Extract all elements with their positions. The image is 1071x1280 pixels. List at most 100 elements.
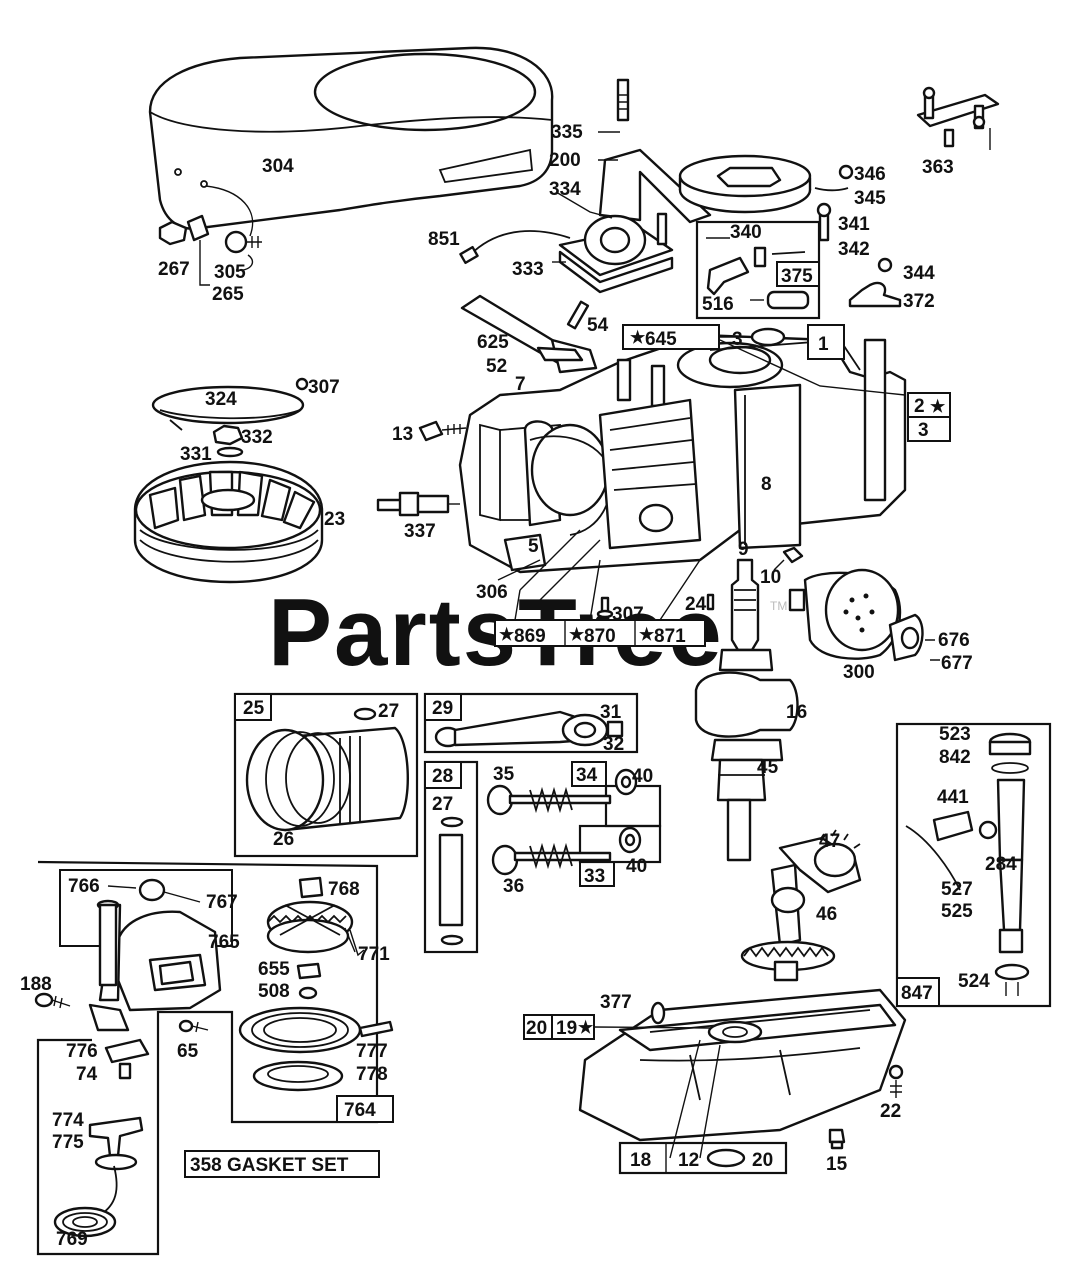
key-24[interactable] [706,593,715,611]
callout-645: 645 [645,329,677,350]
callout-676: 676 [938,630,970,651]
callout-5: 5 [528,536,539,557]
crankshaft-16[interactable] [694,558,799,862]
governor-47[interactable] [778,829,862,894]
callout-363: 363 [922,157,954,178]
plug-15[interactable] [828,1128,846,1150]
callout-group-2-3: ★ [907,392,951,442]
starter-pulley-768[interactable] [266,876,365,957]
callout-776: 776 [66,1041,98,1062]
callout-869: 869 [514,626,546,647]
callout-31: 31 [600,702,622,723]
callout-35: 35 [493,764,515,785]
svg-text:★: ★ [569,625,585,644]
callout-22: 22 [880,1101,901,1122]
callout-13: 13 [392,424,413,445]
callout-34: 34 [576,765,598,786]
callout-47: 47 [819,831,840,852]
callout-26: 26 [273,829,294,850]
callout-334: 334 [549,179,581,200]
callout-331: 331 [180,444,212,465]
callout-12: 12 [678,1150,699,1171]
blower-housing[interactable] [148,46,554,230]
spring-washer[interactable] [296,962,322,1000]
callout-765: 765 [208,932,240,953]
bolt-10[interactable] [773,546,804,571]
callout-33: 33 [584,866,605,887]
callout-778: 778 [356,1064,388,1085]
callout-769: 769 [56,1229,88,1250]
callout-265: 265 [212,284,244,305]
bolt-13[interactable] [418,420,467,442]
callout-377: 377 [600,992,632,1013]
callout-764: 764 [344,1100,376,1121]
callout-27b: 27 [432,794,453,815]
callout-9: 9 [738,539,749,560]
dipstick-tube[interactable] [905,732,1032,996]
callout-771: 771 [358,944,390,965]
callout-40a: 40 [632,766,653,787]
callout-775: 775 [52,1132,84,1153]
breather-tube[interactable] [460,294,598,374]
starter-handle[interactable] [53,1116,144,1238]
valve-36[interactable] [491,826,642,876]
connecting-rod[interactable] [434,710,624,748]
rewind-spring-777[interactable] [238,1006,394,1092]
callout-18: 18 [630,1150,651,1171]
seal-3[interactable] [750,327,786,347]
callout-46: 46 [816,904,837,925]
callout-16: 16 [786,702,807,723]
svg-text:★: ★ [930,397,946,416]
callout-332: 332 [241,427,273,448]
starter-housing-765[interactable] [88,899,222,1032]
spark-plug-337[interactable] [376,491,460,517]
callout-870: 870 [584,626,616,647]
callout-15: 15 [826,1154,848,1175]
brake-776[interactable] [104,1038,150,1080]
callout-24: 24 [685,594,707,615]
callout-847: 847 [901,983,933,1004]
clamp-372[interactable] [848,257,902,308]
housing-fasteners[interactable] [158,185,262,286]
seal-20[interactable] [706,1148,746,1168]
screw-65[interactable] [178,1019,209,1033]
gasket-set-box [184,1150,380,1178]
callout-27a: 27 [378,701,399,722]
flywheel-23[interactable] [133,460,324,584]
svg-text:★: ★ [639,625,655,644]
armature-333[interactable] [459,191,674,294]
muffler-300[interactable] [788,568,940,662]
rotating-screen-324[interactable] [151,377,309,431]
callout-777: 777 [356,1041,388,1062]
callout-45: 45 [757,757,779,778]
callout-65: 65 [177,1041,199,1062]
callout-23: 23 [324,509,345,530]
piston-26[interactable] [245,707,409,832]
callout-851: 851 [428,229,460,250]
svg-text:★: ★ [630,328,646,347]
cylinder-block[interactable] [458,333,907,574]
bracket-363[interactable] [916,86,1000,150]
callout-307a: 307 [308,377,340,398]
callout-7: 7 [515,374,526,395]
callout-20b: 20 [752,1150,773,1171]
bottom-boxes [618,1039,788,1175]
screw-307[interactable] [596,596,614,619]
callout-441: 441 [937,787,969,808]
valve-35[interactable] [486,768,638,816]
callout-527: 527 [941,879,973,900]
callout-29: 29 [432,698,453,719]
piston-pin[interactable] [438,816,464,946]
starter-pawl-766[interactable] [107,878,201,903]
camshaft-46[interactable] [740,863,836,982]
callout-307b: 307 [612,604,644,625]
flywheel-nut[interactable] [212,424,244,458]
linkage-box[interactable] [695,202,832,320]
callout-2: 2 [914,396,925,417]
callout-10: 10 [760,567,781,588]
screw-188[interactable] [34,992,71,1009]
callout-871: 871 [654,626,686,647]
air-cleaner-cover[interactable] [678,154,854,214]
oil-fill-box [895,722,1052,1008]
